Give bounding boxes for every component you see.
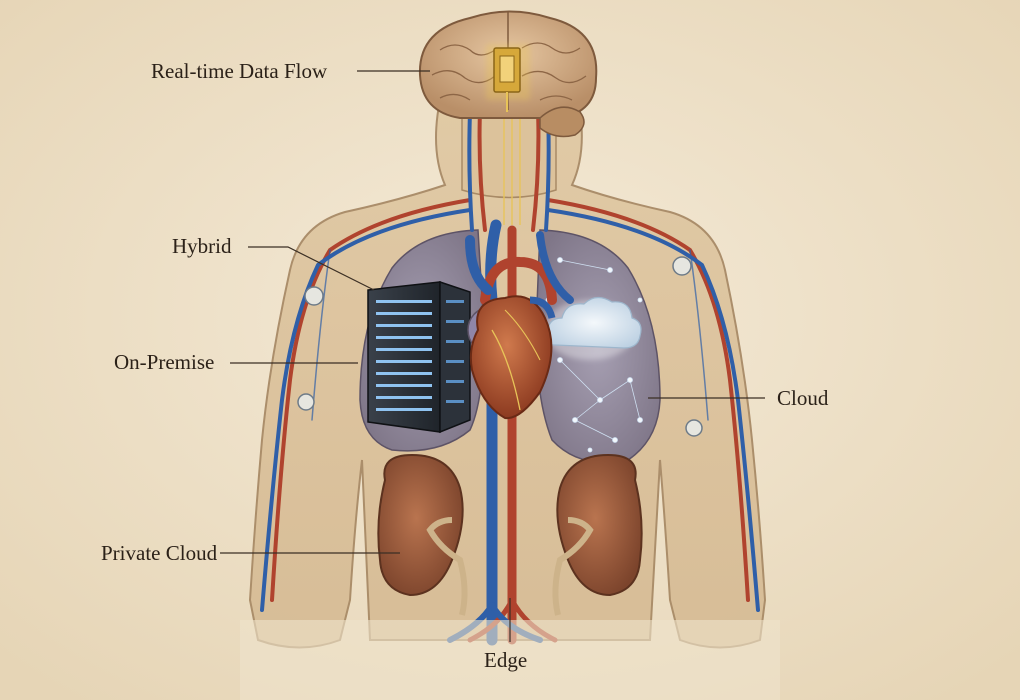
label-on-premise: On-Premise (114, 350, 215, 374)
heart (467, 295, 556, 420)
label-edge: Edge (484, 648, 528, 672)
leader-hybrid (248, 246, 375, 291)
processor-chip (486, 44, 530, 112)
label-cloud: Cloud (777, 386, 829, 410)
left-kidney (377, 453, 468, 616)
label-realtime-data-flow: Real-time Data Flow (151, 59, 328, 83)
server-rack (367, 280, 471, 434)
label-private-cloud: Private Cloud (101, 541, 218, 565)
cerebellum (539, 106, 585, 138)
data-stream (503, 110, 521, 225)
leader-lines (220, 70, 765, 642)
label-hybrid: Hybrid (172, 234, 232, 258)
neck (461, 109, 557, 199)
right-kidney (552, 453, 643, 616)
edge-device-nodes (297, 256, 703, 437)
